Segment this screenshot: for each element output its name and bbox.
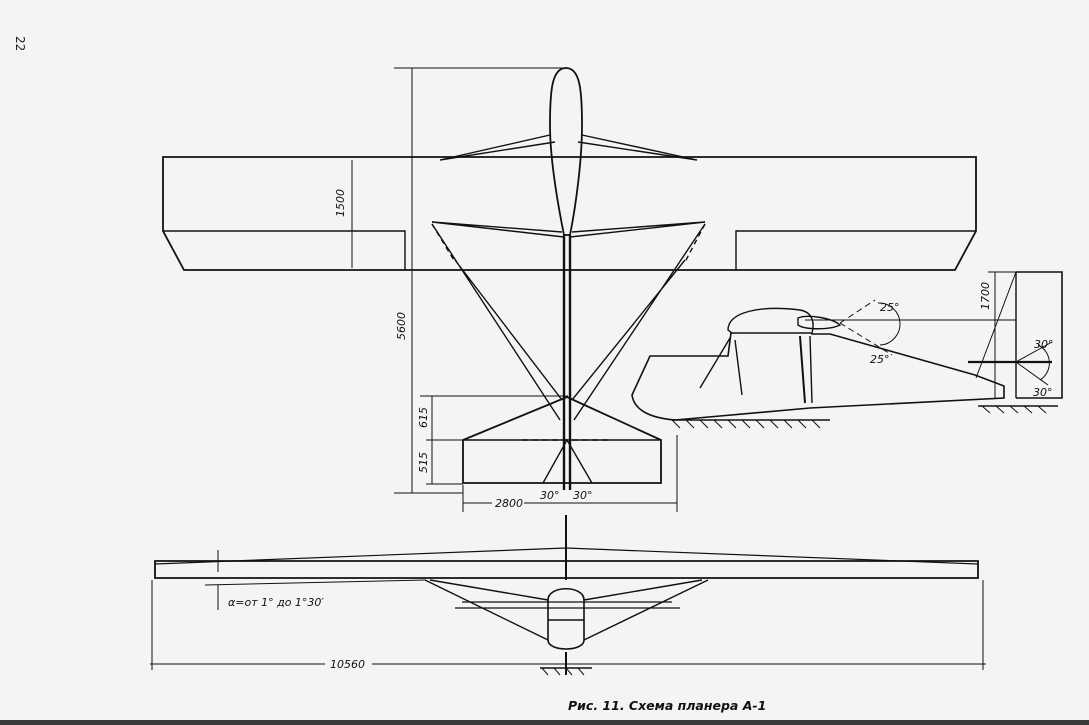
angle-rudder-up: 30° <box>1034 338 1054 351</box>
figure-caption: Рис. 11. Схема планера А-1 <box>568 698 767 713</box>
dim-overall-length: 5600 <box>395 312 408 340</box>
dim-tail-height: 1700 <box>979 282 992 310</box>
angle-rudder-down: 30° <box>1033 386 1053 399</box>
fuselage-top <box>549 67 583 236</box>
bottom-bar <box>0 720 1089 725</box>
aileron-left <box>163 230 406 270</box>
cockpit-opening <box>797 315 842 330</box>
side-view <box>631 271 1063 429</box>
angle-canopy-up: 25° <box>880 301 900 314</box>
angle-canopy-down: 25° <box>870 353 890 366</box>
bracing-left <box>431 223 563 421</box>
angle-stab-left: 30° <box>540 489 560 502</box>
dim-wingspan: 10560 <box>330 658 365 671</box>
stabilizer <box>462 396 662 484</box>
canopy <box>727 307 814 334</box>
aileron-right <box>735 230 976 270</box>
dim-dihedral: α=от 1° до 1°30′ <box>228 596 324 609</box>
dim-stab-front: 615 <box>417 407 430 428</box>
strut-front-right <box>577 134 698 161</box>
front-view <box>150 515 986 676</box>
bracing-right <box>571 223 706 421</box>
tail-fin <box>1016 271 1063 399</box>
strut-rear-left <box>431 221 565 238</box>
dim-wing-chord: 1500 <box>334 189 347 217</box>
rudder-top <box>542 438 593 484</box>
dim-stab-rear: 515 <box>417 452 430 473</box>
front-fuselage <box>547 588 585 650</box>
top-view <box>162 67 977 512</box>
dim-stab-span: 2800 <box>495 497 523 510</box>
front-struts <box>424 579 709 641</box>
side-strut <box>799 335 806 404</box>
front-wing <box>154 560 979 579</box>
strut-front-left <box>439 134 556 161</box>
strut-rear-right <box>569 221 706 238</box>
angle-stab-right: 30° <box>573 489 593 502</box>
